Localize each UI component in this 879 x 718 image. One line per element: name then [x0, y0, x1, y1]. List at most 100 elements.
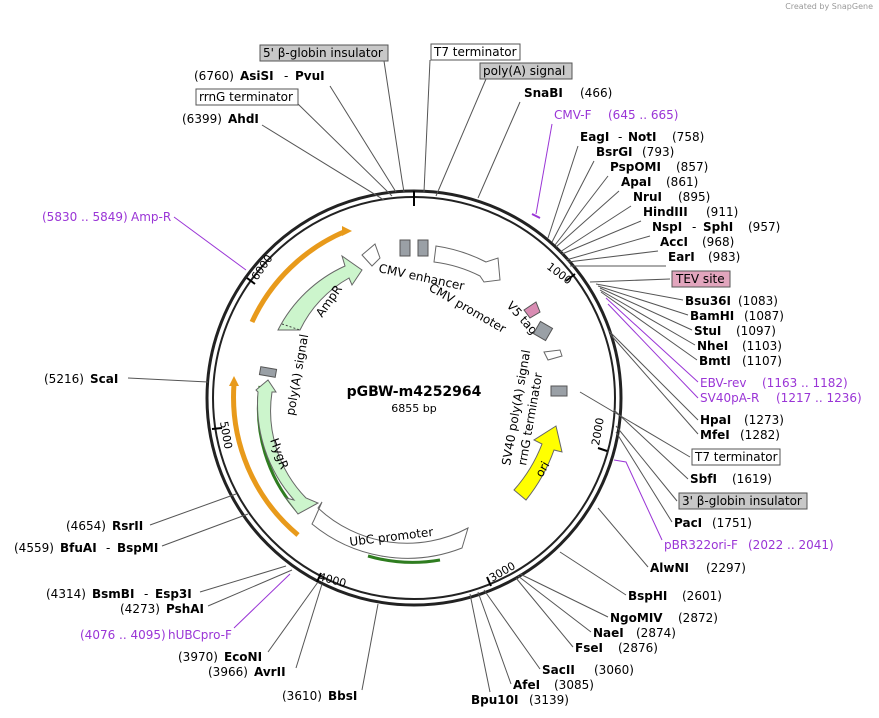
bamhi-pos: (1087) [744, 309, 784, 323]
ori-label: ori [532, 459, 552, 480]
dash-eagi: - [618, 130, 622, 144]
apai-pos: (861) [666, 175, 698, 189]
leader-fsei [515, 577, 574, 648]
snapgene-credit: Created by SnapGene [785, 2, 873, 11]
bsu36i-pos: (1083) [738, 294, 778, 308]
tick-5000 [211, 427, 223, 430]
acci-label: AccI [660, 235, 688, 249]
site-annotations: 5' β-globin insulator T7 terminator poly… [14, 43, 808, 707]
ahdi-pos: (6399) [182, 112, 222, 126]
ori-feature[interactable] [513, 425, 563, 501]
stui-label: StuI [694, 324, 721, 338]
sbfi-pos: (1619) [732, 472, 772, 486]
bbsi-pos: (3610) [282, 689, 322, 703]
ampr-feature[interactable] [277, 254, 363, 331]
leader-rrng [297, 103, 393, 197]
pvui-label: PvuI [295, 69, 325, 83]
leader-bpu10i [469, 593, 491, 693]
bsphi-label: BspHI [628, 589, 667, 603]
bsrgi-pos: (793) [642, 145, 674, 159]
leader-t7top [423, 59, 431, 193]
primer-sv40pa-line [607, 303, 699, 399]
nrui-pos: (895) [678, 190, 710, 204]
cmv-box-1 [399, 239, 411, 257]
leader-acci [567, 250, 659, 263]
hygr-feature[interactable] [255, 379, 320, 515]
hindiii-pos: (911) [706, 205, 738, 219]
tick-2000 [597, 447, 608, 452]
afei-label: AfeI [513, 678, 540, 692]
fsei-label: FseI [575, 641, 603, 655]
rsrii-label: RsrII [112, 519, 143, 533]
scai-label: ScaI [90, 372, 118, 386]
leader-apai [555, 190, 620, 248]
leader-hpai [607, 329, 699, 421]
sphi-label: SphI [703, 220, 733, 234]
tick-label-1000: 1000 [544, 260, 574, 287]
snabi-label: SnaBI [524, 86, 563, 100]
ampr-split [281, 323, 301, 331]
leader-ngomiv [519, 573, 609, 618]
leader-mfei [609, 333, 699, 435]
bmti-label: BmtI [699, 354, 731, 368]
v5-tag-feature[interactable] [523, 301, 541, 319]
leader-bmti [600, 291, 698, 361]
ubc-green-line [367, 554, 441, 564]
primer-cmvf-mark [531, 213, 541, 219]
tick-3000 [486, 576, 492, 587]
leader-sbfi [613, 409, 689, 480]
nspi-label: NspI [652, 220, 682, 234]
bpu10i-pos: (3139) [529, 693, 569, 707]
plasmid-length: 6855 bp [391, 402, 436, 415]
pshai-pos: (4273) [120, 602, 160, 616]
tick-4000 [316, 572, 322, 583]
bfuai-label: BfuAI [60, 541, 97, 555]
leader-sacii [483, 589, 541, 670]
sacii-label: SacII [542, 663, 575, 677]
leader-stui [599, 287, 693, 331]
bspmi-label: BspMI [117, 541, 158, 555]
leader-afei [477, 591, 512, 685]
stui-pos: (1097) [736, 324, 776, 338]
rsrii-pos: (4654) [66, 519, 106, 533]
leader-snabi [477, 101, 521, 199]
primer-hubc-pos: (4076 .. 4095) [80, 628, 166, 642]
ampr-orf-arc [249, 228, 347, 324]
nhei-pos: (1103) [742, 339, 782, 353]
eari-label: EarI [668, 250, 695, 264]
leader-pspomi [554, 175, 609, 246]
beta-insulator-3-label: 3' β-globin insulator [682, 494, 802, 508]
bsu36i-label: Bsu36I [685, 294, 731, 308]
t7-right-label: T7 terminator [694, 450, 778, 464]
misc-arrow-2 [543, 349, 563, 361]
ubc-promoter-feature[interactable] [311, 501, 469, 559]
econi-pos: (3970) [178, 650, 218, 664]
hpai-pos: (1273) [744, 413, 784, 427]
plasmid-name: pGBW-m4252964 [347, 384, 482, 400]
ampr-orf-arrow [342, 226, 352, 236]
beta-insulator-5-box [259, 44, 389, 62]
t7-top-box [430, 43, 521, 61]
paci-label: PacI [674, 516, 702, 530]
cmv-promoter-feature[interactable] [433, 245, 501, 283]
sacii-pos: (3060) [594, 663, 634, 677]
primer-pbr-pos: (2022 .. 2041) [748, 538, 834, 552]
bfuai-pos: (4559) [14, 541, 54, 555]
leader-pshai [207, 569, 293, 607]
t7-right-box [691, 448, 781, 466]
bamhi-label: BamHI [690, 309, 734, 323]
acci-pos: (968) [702, 235, 734, 249]
hygr-orf-arc [231, 383, 300, 537]
leader-bspmi [161, 513, 249, 547]
noti-pos: (758) [672, 130, 704, 144]
tick-6000 [246, 277, 256, 285]
tev-box [671, 270, 731, 288]
beta-insulator-5-label: 5' β-globin insulator [263, 46, 383, 60]
ngomiv-label: NgoMIV [610, 611, 663, 625]
primer-ebvrev-line [605, 297, 699, 383]
leader-ahdi [261, 124, 385, 201]
polya-left-label: poly(A) signal [283, 333, 311, 416]
asisi-pos: (6760) [194, 69, 234, 83]
fsei-pos: (2876) [618, 641, 658, 655]
paci-pos: (1751) [712, 516, 752, 530]
